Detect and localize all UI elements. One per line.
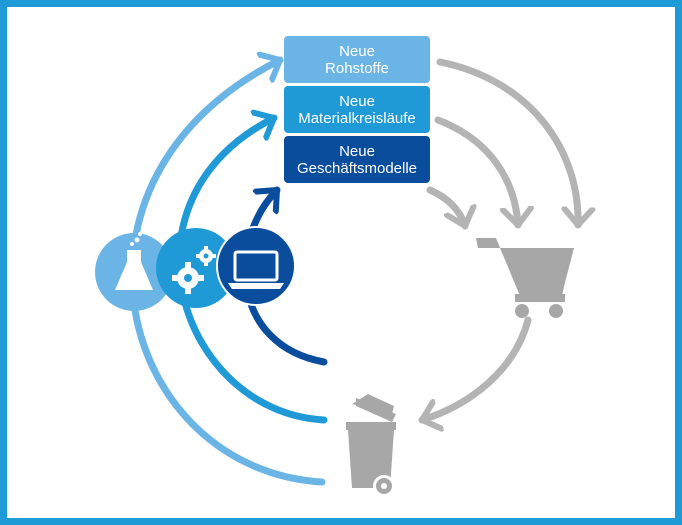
- arrow-gray-to-bin: [418, 316, 532, 420]
- gears-icon: [156, 228, 236, 308]
- label-material-line2: Materialkreisläufe: [298, 109, 416, 127]
- arrow-gray-inner: [426, 186, 465, 230]
- flask-icon: [95, 232, 173, 311]
- arrow-gray-middle: [434, 116, 518, 229]
- label-rohstoffe-line1: Neue: [339, 42, 375, 60]
- arrow-gray-outer: [436, 58, 578, 229]
- label-neue-rohstoffe: Neue Rohstoffe: [284, 36, 430, 83]
- label-neue-materialkreislaeufe: Neue Materialkreisläufe: [284, 86, 430, 133]
- label-geschaeft-line1: Neue: [339, 142, 375, 160]
- trash-bin-icon: [346, 394, 396, 497]
- shopping-cart-icon: [476, 238, 574, 318]
- laptop-icon: [216, 226, 296, 306]
- label-rohstoffe-line2: Rohstoffe: [325, 59, 389, 77]
- label-neue-geschaeftsmodelle: Neue Geschäftsmodelle: [284, 136, 430, 183]
- label-geschaeft-line2: Geschäftsmodelle: [296, 159, 418, 177]
- label-material-line1: Neue: [339, 92, 375, 110]
- arrow-arc-rohstoffe: [128, 60, 326, 486]
